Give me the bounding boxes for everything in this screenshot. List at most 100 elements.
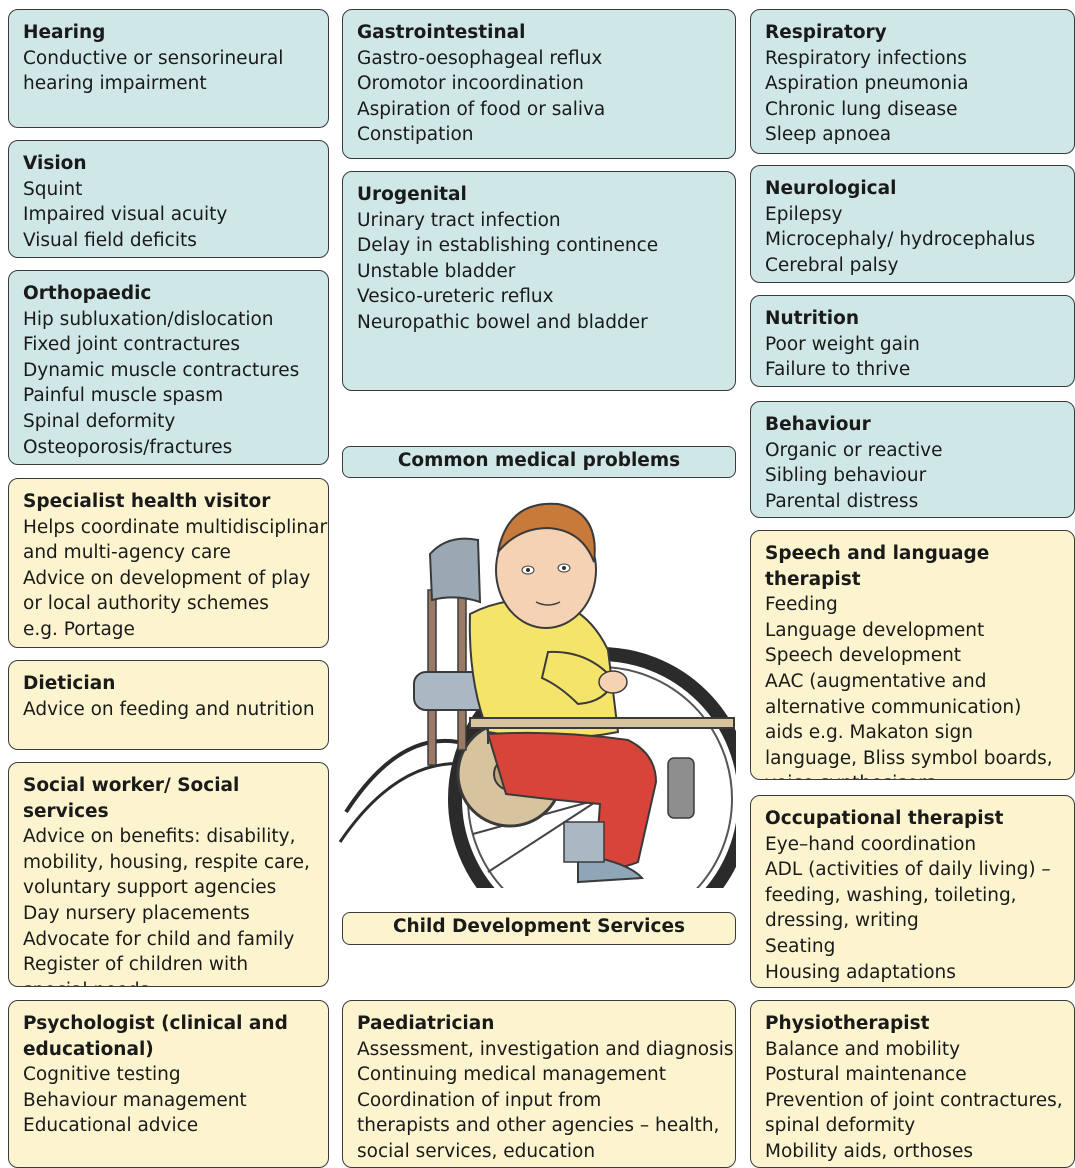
- urogenital-box: Urogenital Urinary tract infection Delay…: [342, 171, 736, 391]
- health-visitor-item: Helps coordinate multidisciplinary: [23, 516, 329, 538]
- child-in-wheelchair-illustration: [338, 502, 736, 888]
- psychologist-item: Educational advice: [23, 1115, 199, 1137]
- specialist-health-visitor-box: Specialist health visitor Helps coordina…: [8, 478, 329, 648]
- behaviour-item: Parental distress: [765, 490, 919, 512]
- common-medical-problems-banner: Common medical problems: [342, 446, 736, 478]
- paediatrician-item: Assessment, investigation and diagnosis: [357, 1038, 734, 1060]
- speech-therapist-item: language, Bliss symbol boards,: [765, 747, 1053, 769]
- gastrointestinal-box: Gastrointestinal Gastro-oesophageal refl…: [342, 9, 736, 159]
- vision-box: Vision Squint Impaired visual acuity Vis…: [8, 140, 329, 258]
- nutrition-item: Failure to thrive: [765, 359, 911, 381]
- psychologist-box: Psychologist (clinical and educational) …: [8, 1000, 329, 1168]
- psychologist-title: educational): [23, 1038, 154, 1060]
- gastrointestinal-title: Gastrointestinal: [357, 22, 526, 43]
- physiotherapist-title: Physiotherapist: [765, 1013, 930, 1034]
- orthopaedic-item: Fixed joint contractures: [23, 334, 241, 356]
- health-visitor-item: or local authority schemes: [23, 593, 269, 615]
- health-visitor-item: e.g. Portage: [23, 618, 135, 640]
- physiotherapist-item: Mobility aids, orthoses: [765, 1140, 974, 1162]
- speech-therapist-item: AAC (augmentative and: [765, 670, 987, 692]
- hearing-item: hearing impairment: [23, 73, 207, 95]
- social-worker-item: special needs: [23, 978, 318, 986]
- orthopaedic-item: Painful muscle spasm: [23, 385, 224, 407]
- neurological-title: Neurological: [765, 178, 897, 199]
- psychologist-item: Behaviour management: [23, 1089, 247, 1111]
- social-worker-item: Advocate for child and family: [23, 928, 295, 950]
- orthopaedic-item: Osteoporosis/fractures: [23, 436, 233, 458]
- behaviour-box: Behaviour Organic or reactive Sibling be…: [750, 401, 1075, 518]
- speech-language-therapist-box: Speech and language therapist Feeding La…: [750, 530, 1075, 780]
- dietician-title: Dietician: [23, 673, 116, 694]
- orthopaedic-item: Hip subluxation/dislocation: [23, 308, 274, 330]
- speech-therapist-item: Speech development: [765, 645, 962, 667]
- orthopaedic-item: Spinal deformity: [23, 410, 176, 432]
- gastrointestinal-item: Oromotor incoordination: [357, 73, 584, 95]
- hearing-box: Hearing Conductive or sensorineural hear…: [8, 9, 329, 128]
- social-worker-item: Advice on benefits: disability,: [23, 826, 296, 848]
- social-worker-title: Social worker/ Social services: [23, 775, 240, 822]
- physiotherapist-item: Prevention of joint contractures,: [765, 1089, 1063, 1111]
- social-worker-item: mobility, housing, respite care,: [23, 851, 310, 873]
- urogenital-item: Neuropathic bowel and bladder: [357, 311, 648, 333]
- speech-therapist-item: alternative communication): [765, 696, 1022, 718]
- paediatrician-item: Continuing medical management: [357, 1064, 667, 1086]
- occupational-therapist-box: Occupational therapist Eye–hand coordina…: [750, 795, 1075, 988]
- paediatrician-box: Paediatrician Assessment, investigation …: [342, 1000, 736, 1168]
- psychologist-title: Psychologist (clinical and: [23, 1013, 288, 1034]
- respiratory-box: Respiratory Respiratory infections Aspir…: [750, 9, 1075, 154]
- occupational-therapist-item: feeding, washing, toileting,: [765, 884, 1017, 906]
- child-development-services-banner: Child Development Services: [342, 912, 736, 945]
- paediatrician-item: Coordination of input from: [357, 1089, 602, 1111]
- speech-therapist-item: voice synthesisers: [765, 771, 1064, 779]
- health-visitor-title: Specialist health visitor: [23, 491, 271, 512]
- occupational-therapist-item: Housing adaptations: [765, 961, 956, 983]
- occupational-therapist-item: dressing, writing: [765, 910, 919, 932]
- occupational-therapist-item: Eye–hand coordination: [765, 833, 977, 855]
- urogenital-title: Urogenital: [357, 184, 467, 205]
- urogenital-item: Vesico-ureteric reflux: [357, 286, 554, 308]
- behaviour-title: Behaviour: [765, 414, 871, 435]
- speech-therapist-title: Speech and language therapist: [765, 543, 990, 590]
- psychologist-item: Cognitive testing: [23, 1064, 181, 1086]
- urogenital-item: Delay in establishing continence: [357, 235, 659, 257]
- paediatrician-title: Paediatrician: [357, 1013, 495, 1034]
- urogenital-item: Unstable bladder: [357, 260, 516, 282]
- orthopaedic-item: Dynamic muscle contractures: [23, 359, 300, 381]
- social-worker-item: Register of children with: [23, 954, 249, 976]
- vision-item: Impaired visual acuity: [23, 204, 228, 226]
- respiratory-item: Chronic lung disease: [765, 98, 958, 120]
- physiotherapist-item: spinal deformity: [765, 1115, 916, 1137]
- urogenital-item: Urinary tract infection: [357, 209, 561, 231]
- hearing-title: Hearing: [23, 22, 106, 43]
- orthopaedic-box: Orthopaedic Hip subluxation/dislocation …: [8, 270, 329, 465]
- behaviour-item: Sibling behaviour: [765, 465, 927, 487]
- health-visitor-item: Advice on development of play: [23, 567, 311, 589]
- occupational-therapist-item: Seating: [765, 935, 836, 957]
- vision-title: Vision: [23, 153, 87, 174]
- dietician-item: Advice on feeding and nutrition: [23, 698, 315, 720]
- physiotherapist-item: Balance and mobility: [765, 1038, 961, 1060]
- occupational-therapist-title: Occupational therapist: [765, 808, 1004, 829]
- nutrition-title: Nutrition: [765, 308, 860, 329]
- vision-item: Visual field deficits: [23, 229, 197, 251]
- gastrointestinal-item: Gastro-oesophageal reflux: [357, 47, 603, 69]
- hearing-item: Conductive or sensorineural: [23, 47, 284, 69]
- speech-therapist-item: Feeding: [765, 594, 838, 616]
- behaviour-item: Organic or reactive: [765, 439, 943, 461]
- physiotherapist-box: Physiotherapist Balance and mobility Pos…: [750, 1000, 1075, 1168]
- paediatrician-item: therapists and other agencies – health,: [357, 1115, 720, 1137]
- social-worker-item: Day nursery placements: [23, 902, 250, 924]
- paediatrician-item: social services, education: [357, 1140, 596, 1162]
- social-worker-item: voluntary support agencies: [23, 877, 277, 899]
- gastrointestinal-item: Constipation: [357, 124, 474, 146]
- neurological-item: Microcephaly/ hydrocephalus: [765, 229, 1036, 251]
- gastrointestinal-item: Aspiration of food or saliva: [357, 98, 606, 120]
- vision-item: Squint: [23, 178, 83, 200]
- occupational-therapist-item: ADL (activities of daily living) –: [765, 859, 1051, 881]
- neurological-item: Epilepsy: [765, 203, 843, 225]
- neurological-item: Cerebral palsy: [765, 254, 899, 276]
- health-visitor-item: and multi-agency care: [23, 542, 231, 564]
- respiratory-title: Respiratory: [765, 22, 887, 43]
- nutrition-box: Nutrition Poor weight gain Failure to th…: [750, 295, 1075, 387]
- respiratory-item: Sleep apnoea: [765, 124, 892, 146]
